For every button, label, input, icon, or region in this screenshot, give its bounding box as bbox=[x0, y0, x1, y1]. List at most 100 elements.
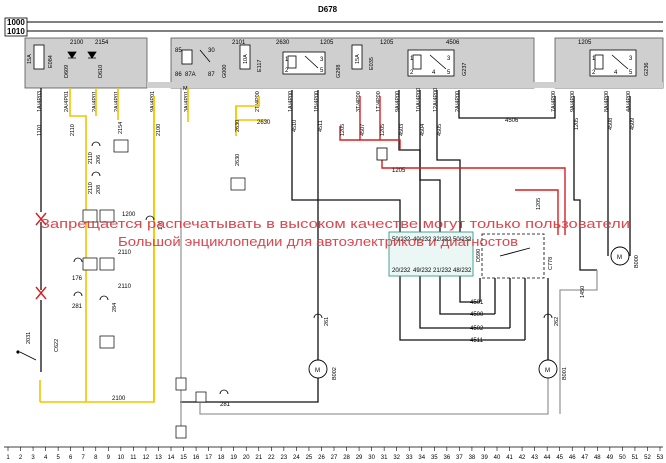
unit-label: D678 bbox=[318, 5, 338, 14]
watermark-line-2: Большой энциклопедии для автоэлектриков … bbox=[118, 235, 518, 249]
ruler-label: 3 bbox=[31, 455, 35, 461]
ruler-label: 46 bbox=[569, 455, 576, 461]
panel-link bbox=[147, 82, 663, 88]
connector-box bbox=[99, 257, 115, 271]
ruler-label: 43 bbox=[531, 455, 538, 461]
relay-g298-contact bbox=[304, 55, 319, 69]
module-d590: D590 50/232 40/232 32/232 50/232 20/232 … bbox=[388, 231, 482, 277]
ruler-label: 49 bbox=[607, 455, 614, 461]
wire-number: 2031 bbox=[26, 332, 32, 344]
panel-pin-labels: 1A/4P03 2A/4P01 2A/4P01 2A/4P01 9A/4P01 … bbox=[37, 86, 632, 112]
ruler-label: 47 bbox=[581, 455, 588, 461]
wire-number: 1205 bbox=[392, 168, 406, 174]
wire-number: 2110 bbox=[88, 182, 94, 194]
connector-box bbox=[99, 335, 115, 349]
fuse-e035-body bbox=[351, 44, 363, 70]
relay-g236-coil bbox=[594, 54, 604, 70]
connector-label: 176 bbox=[158, 221, 164, 230]
relay-g237-pin-5: 5 bbox=[447, 70, 451, 76]
ruler-label: 27 bbox=[331, 455, 338, 461]
fuse-e117-body bbox=[239, 44, 251, 70]
relay-g298-pin-3: 3 bbox=[320, 57, 324, 63]
diode-d609-icon bbox=[67, 51, 77, 59]
motor-b001-icon bbox=[538, 359, 558, 379]
ruler-label: 29 bbox=[356, 455, 363, 461]
module-d590-id: D590 bbox=[476, 249, 482, 262]
ruler-label: 7 bbox=[82, 455, 86, 461]
ruler-label: 38 bbox=[469, 455, 476, 461]
connector-icon bbox=[91, 171, 101, 177]
pin-label: 2A/4P01 bbox=[92, 91, 98, 112]
watermark-line-1: Запрещается распечатывать в высоком каче… bbox=[40, 217, 630, 231]
relay-g000-contact bbox=[199, 49, 211, 63]
ruler-label: 15 bbox=[180, 455, 187, 461]
ruler-label: 17 bbox=[205, 455, 212, 461]
module-pin: 49/232 bbox=[413, 268, 432, 274]
ruler-label: 28 bbox=[343, 455, 350, 461]
ruler-label: 19 bbox=[230, 455, 237, 461]
wire-number: 4502 bbox=[470, 326, 484, 332]
connector-label: 261 bbox=[324, 317, 330, 326]
relay-g298-pin-2: 2 bbox=[285, 68, 289, 74]
pin-label: 7A/4P00 bbox=[551, 91, 557, 112]
bus-number: 2100 bbox=[70, 40, 84, 46]
ruler-label: 25 bbox=[306, 455, 313, 461]
ruler-label: 35 bbox=[431, 455, 438, 461]
wire-number: 1450 bbox=[580, 286, 586, 298]
motor-b001-id: B001 bbox=[562, 367, 568, 380]
switch-c622-contact bbox=[16, 350, 20, 354]
switch-c778-id: C778 bbox=[548, 257, 554, 270]
ruler-label: 36 bbox=[444, 455, 451, 461]
wire-number: 2630 bbox=[235, 120, 241, 132]
diode-d609-id: D609 bbox=[64, 65, 70, 78]
diode-d610-id: D610 bbox=[98, 65, 104, 78]
ruler-label: 44 bbox=[544, 455, 551, 461]
module-d590-body bbox=[388, 231, 474, 277]
relay-g237-coil bbox=[412, 54, 422, 70]
connector-icon bbox=[73, 257, 83, 263]
switch-c778: C778 bbox=[481, 233, 554, 279]
pin-label: 2A/4P01 bbox=[114, 91, 120, 112]
bus-box bbox=[4, 17, 28, 37]
connector-box bbox=[113, 139, 129, 153]
wire-number: 4503 bbox=[399, 124, 405, 136]
ruler-label: 12 bbox=[143, 455, 150, 461]
diode-d610-icon bbox=[87, 51, 97, 59]
module-pin: 40/232 bbox=[413, 237, 432, 243]
bus-bottom-label: 1010 bbox=[7, 27, 25, 36]
bus-number: 4506 bbox=[446, 40, 460, 46]
switch-c622-id: C622 bbox=[54, 339, 60, 352]
ruler-label: 5 bbox=[56, 455, 60, 461]
connector-label: 206 bbox=[96, 155, 102, 164]
ruler-label: 34 bbox=[418, 455, 425, 461]
fuse-e035-id: E035 bbox=[369, 57, 375, 70]
wire-number: 2110 bbox=[88, 152, 94, 164]
connector-icon bbox=[91, 141, 101, 147]
connector-box bbox=[175, 425, 187, 439]
bus-number: 2630 bbox=[276, 40, 290, 46]
relay-g298-pin-5: 5 bbox=[320, 68, 324, 74]
wire-number: 2630 bbox=[257, 120, 271, 126]
watermark: Запрещается распечатывать в высоком каче… bbox=[40, 217, 630, 249]
pin-label: 2A/4P01 bbox=[64, 91, 70, 112]
wire-number: 1205 bbox=[574, 118, 580, 130]
ruler-label: 31 bbox=[381, 455, 388, 461]
ruler-label: 51 bbox=[632, 455, 639, 461]
pin-label: 2T/4P00 bbox=[255, 91, 261, 112]
header: D678 1000 1010 bbox=[4, 5, 663, 37]
fuse-e084-rating: 15A bbox=[27, 54, 33, 64]
ruler-label: 50 bbox=[619, 455, 626, 461]
module-pin: 32/232 bbox=[433, 237, 452, 243]
motor-b002-symbol: M bbox=[315, 368, 320, 374]
connector-label: 281 bbox=[220, 402, 231, 408]
bus-top-label: 1000 bbox=[7, 18, 25, 27]
relay-g237-pin-3: 3 bbox=[447, 56, 451, 62]
motor-b000-icon bbox=[610, 246, 630, 266]
connector-icon bbox=[543, 313, 553, 319]
ruler-label: 6 bbox=[69, 455, 73, 461]
wire-number: 4508 bbox=[608, 118, 614, 130]
connector-label: 208 bbox=[96, 185, 102, 194]
module-pin: 48/232 bbox=[453, 268, 472, 274]
pin-label: 4A/4P00 bbox=[626, 91, 632, 112]
